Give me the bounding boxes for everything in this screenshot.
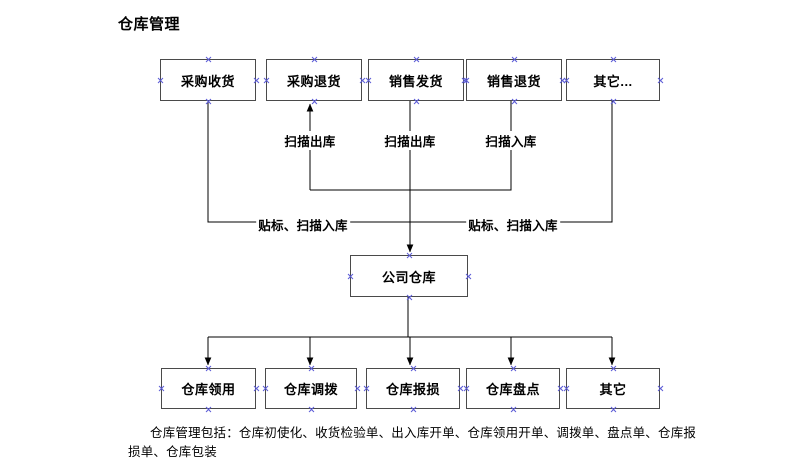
node-sales-delivery[interactable]: 销售发货 [368, 59, 464, 101]
edge-label-tag-scan-in-right: 贴标、扫描入库 [466, 215, 560, 234]
edge-sales-return-to-bar [310, 101, 512, 191]
edge-purchase-receipt-to-warehouse [207, 101, 408, 223]
node-purchase-return[interactable]: 采购退货 [266, 59, 362, 101]
node-warehouse-transfer[interactable]: 仓库调拨 [265, 368, 357, 409]
edge-label-tag-scan-in-left: 贴标、扫描入库 [256, 215, 350, 234]
diagram-caption: 仓库管理包括：仓库初使化、收货检验单、出入库开单、仓库领用开单、调拨单、盘点单、… [128, 426, 697, 459]
node-other-source[interactable]: 其它... [566, 59, 660, 101]
node-warehouse-stocktake[interactable]: 仓库盘点 [466, 368, 560, 409]
edge-label-scan-out-2: 扫描出库 [382, 131, 438, 150]
node-warehouse-damage[interactable]: 仓库报损 [366, 368, 460, 409]
edge-other-source-to-warehouse [408, 101, 613, 223]
edge-label-scan-out-1: 扫描出库 [282, 131, 338, 150]
page-title: 仓库管理 [118, 16, 181, 33]
node-warehouse-requisition[interactable]: 仓库领用 [161, 368, 256, 409]
node-purchase-receipt[interactable]: 采购收货 [160, 59, 256, 101]
node-company-warehouse[interactable]: 公司仓库 [350, 255, 468, 297]
edge-label-scan-in-1: 扫描入库 [483, 131, 539, 150]
node-other-target[interactable]: 其它 [566, 368, 660, 409]
node-sales-return[interactable]: 销售退货 [466, 59, 562, 101]
